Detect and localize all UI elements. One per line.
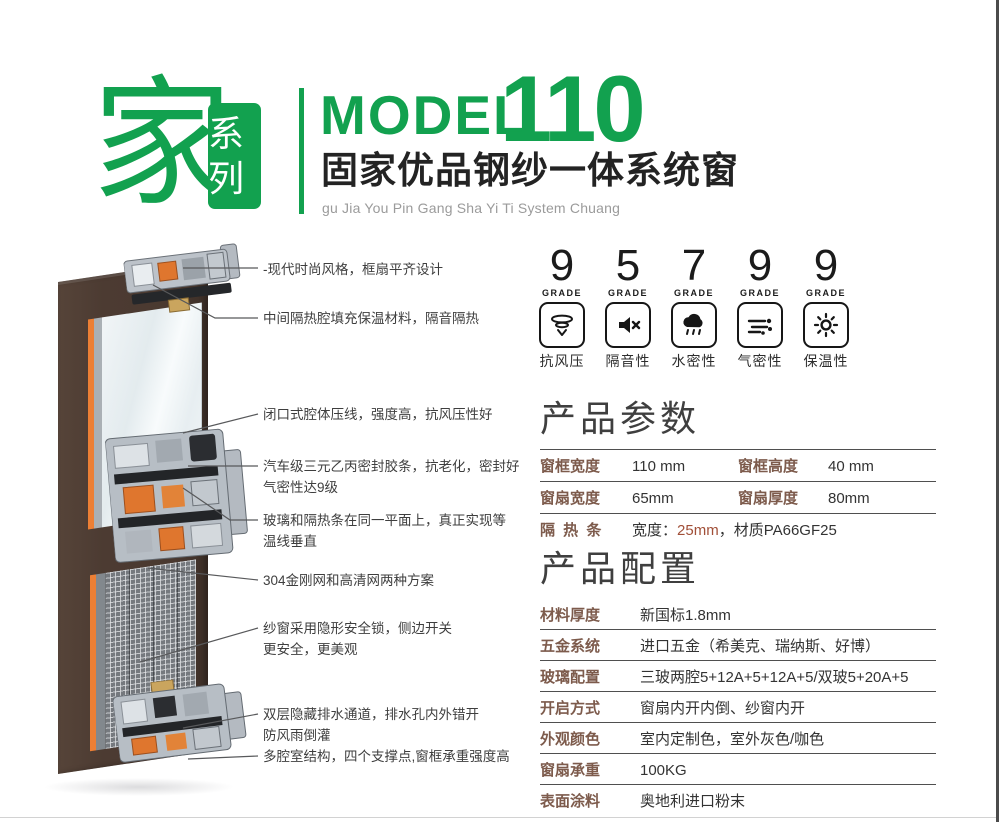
ratings-row: 9 GRADE 抗风压 5 GRADE 隔音性 [534, 241, 854, 371]
config-value: 窗扇内开内倒、纱窗内开 [640, 699, 806, 717]
configuration-section: 产品配置 材料厚度 新国标1.8mm 五金系统 进口五金（希美克、瑞纳斯、好博）… [540, 548, 936, 815]
page-bottom-edge-line [0, 817, 996, 818]
series-box-label: 系列 [208, 113, 245, 199]
header-divider-bar [299, 88, 304, 214]
config-label: 开启方式 [540, 699, 601, 717]
window-floor-shadow [44, 778, 234, 796]
parameter-row-insulation: 隔 热 条 宽度： 25mm ，材质PA66GF25 [540, 513, 936, 545]
param-label: 窗框高度 [738, 458, 799, 476]
rating-grade: 9 [549, 241, 575, 290]
rain-cloud-icon [683, 313, 703, 335]
config-row: 五金系统 进口五金（希美克、瑞纳斯、好博） [540, 629, 936, 660]
callout-label-epdm-seal: 汽车级三元乙丙密封胶条，抗老化，密封好气密性达9级 [263, 459, 520, 495]
rating-grade: 9 [747, 241, 773, 290]
config-value: 100KG [640, 761, 687, 779]
callout-label-style: -现代时尚风格，框扇平齐设计 [263, 262, 443, 277]
param-label: 窗框宽度 [540, 458, 601, 476]
product-title: 固家优品钢纱一体系统窗 [321, 150, 739, 191]
rating-grade-word: GRADE [805, 287, 846, 298]
rating-icon-box [539, 301, 585, 348]
sash-inner-strip [96, 572, 105, 751]
rating-label: 隔音性 [605, 352, 651, 369]
rating-label: 气密性 [737, 352, 783, 369]
config-row: 开启方式 窗扇内开内倒、纱窗内开 [540, 691, 936, 722]
callout-label-multi-chamber: 多腔室结构，四个支撑点,窗框承重强度高 [263, 749, 510, 764]
page-right-edge-line [996, 0, 999, 822]
config-label: 窗扇承重 [540, 761, 601, 779]
config-label: 玻璃配置 [540, 668, 601, 686]
config-value: 进口五金（希美克、瑞纳斯、好博） [640, 637, 881, 655]
param-value: 80mm [828, 490, 870, 508]
product-title-pinyin: gu Jia You Pin Gang Sha Yi Ti System Chu… [322, 200, 621, 216]
series-box: 系列 [208, 103, 261, 209]
rating-grade: 9 [813, 241, 839, 290]
callout-label-mesh-options: 304金刚网和高清网两种方案 [263, 573, 435, 588]
param-value: 40 mm [828, 458, 874, 476]
callout-label-drainage: 双层隐藏排水通道，排水孔内外错开防风雨倒灌 [263, 707, 479, 743]
callout-label-hidden-lock: 纱窗采用隐形安全锁，侧边开关更安全，更美观 [263, 621, 452, 657]
rating-grade: 5 [615, 241, 641, 290]
rating-icon-box [671, 301, 717, 348]
param-value-suffix: ，材质PA66GF25 [718, 522, 837, 540]
air-flow-icon [747, 318, 772, 335]
config-row: 外观颜色 室内定制色，室外灰色/咖色 [540, 722, 936, 753]
rating-badge-wind-pressure: 9 GRADE 抗风压 [534, 241, 590, 371]
param-label: 窗扇厚度 [738, 490, 799, 508]
configuration-table: 材料厚度 新国标1.8mm 五金系统 进口五金（希美克、瑞纳斯、好博） 玻璃配置… [540, 599, 936, 815]
tornado-icon [551, 314, 573, 336]
config-label: 表面涂料 [540, 792, 601, 810]
config-row: 表面涂料 奥地利进口粉末 [540, 784, 936, 815]
profile-cross-section-bottom [112, 679, 247, 763]
model-number: 110 [500, 56, 646, 161]
parameters-section: 产品参数 窗框宽度 110 mm 窗框高度 40 mm 窗扇宽度 65mm 窗扇… [540, 398, 936, 545]
model-word: MODEL [320, 84, 529, 146]
param-value-width: 25mm [677, 522, 719, 540]
callout-label-closed-chamber: 闭口式腔体压线，强度高，抗风压性好 [263, 407, 493, 422]
rating-badge-thermal: 9 GRADE 保温性 [798, 241, 854, 371]
rating-grade-word: GRADE [739, 287, 780, 298]
frame-inner-strip [94, 317, 102, 529]
parameter-row: 窗扇宽度 65mm 窗扇厚度 80mm [540, 481, 936, 513]
profile-cross-section-middle [104, 428, 248, 563]
callout-label-isotherm: 玻璃和隔热条在同一平面上，真正实现等温线垂直 [263, 513, 506, 549]
configuration-title: 产品配置 [540, 548, 701, 589]
rating-grade-word: GRADE [541, 287, 582, 298]
param-value: 110 mm [632, 458, 686, 476]
sun-insulation-icon [813, 312, 839, 337]
config-value: 三玻两腔5+12A+5+12A+5/双玻5+20A+5 [640, 668, 909, 686]
config-label: 五金系统 [540, 637, 601, 655]
rating-badge-sound: 5 GRADE 隔音性 [600, 241, 656, 371]
rating-badge-air: 9 GRADE 气密性 [732, 241, 788, 371]
rating-label: 保温性 [803, 352, 849, 369]
config-value: 奥地利进口粉末 [640, 792, 746, 810]
rating-icon-box [737, 301, 783, 348]
config-label: 外观颜色 [540, 730, 601, 748]
speaker-muted-icon [619, 316, 641, 333]
rating-label: 抗风压 [539, 352, 585, 369]
rating-grade: 7 [681, 241, 707, 290]
parameters-table: 窗框宽度 110 mm 窗框高度 40 mm 窗扇宽度 65mm 窗扇厚度 80… [540, 449, 936, 545]
param-value-prefix: 宽度： [632, 522, 678, 540]
config-row: 材料厚度 新国标1.8mm [540, 599, 936, 629]
callout-label-insulation-cavity: 中间隔热腔填充保温材料，隔音隔热 [263, 311, 479, 326]
rating-icon-box [803, 301, 849, 348]
param-value: 65mm [632, 490, 674, 508]
param-label: 隔 热 条 [540, 522, 604, 540]
rating-label: 水密性 [671, 352, 717, 369]
parameters-title: 产品参数 [540, 398, 701, 439]
config-value: 新国标1.8mm [640, 606, 731, 624]
rating-grade-word: GRADE [607, 287, 648, 298]
config-value: 室内定制色，室外灰色/咖色 [640, 730, 825, 748]
config-row: 玻璃配置 三玻两腔5+12A+5+12A+5/双玻5+20A+5 [540, 660, 936, 691]
config-row: 窗扇承重 100KG [540, 753, 936, 784]
rating-icon-box [605, 301, 651, 348]
rating-grade-word: GRADE [673, 287, 714, 298]
config-label: 材料厚度 [540, 606, 601, 624]
param-label: 窗扇宽度 [540, 490, 601, 508]
rating-badge-water: 7 GRADE 水密性 [666, 241, 722, 371]
parameter-row: 窗框宽度 110 mm 窗框高度 40 mm [540, 449, 936, 481]
profile-cross-section-top [123, 243, 241, 313]
